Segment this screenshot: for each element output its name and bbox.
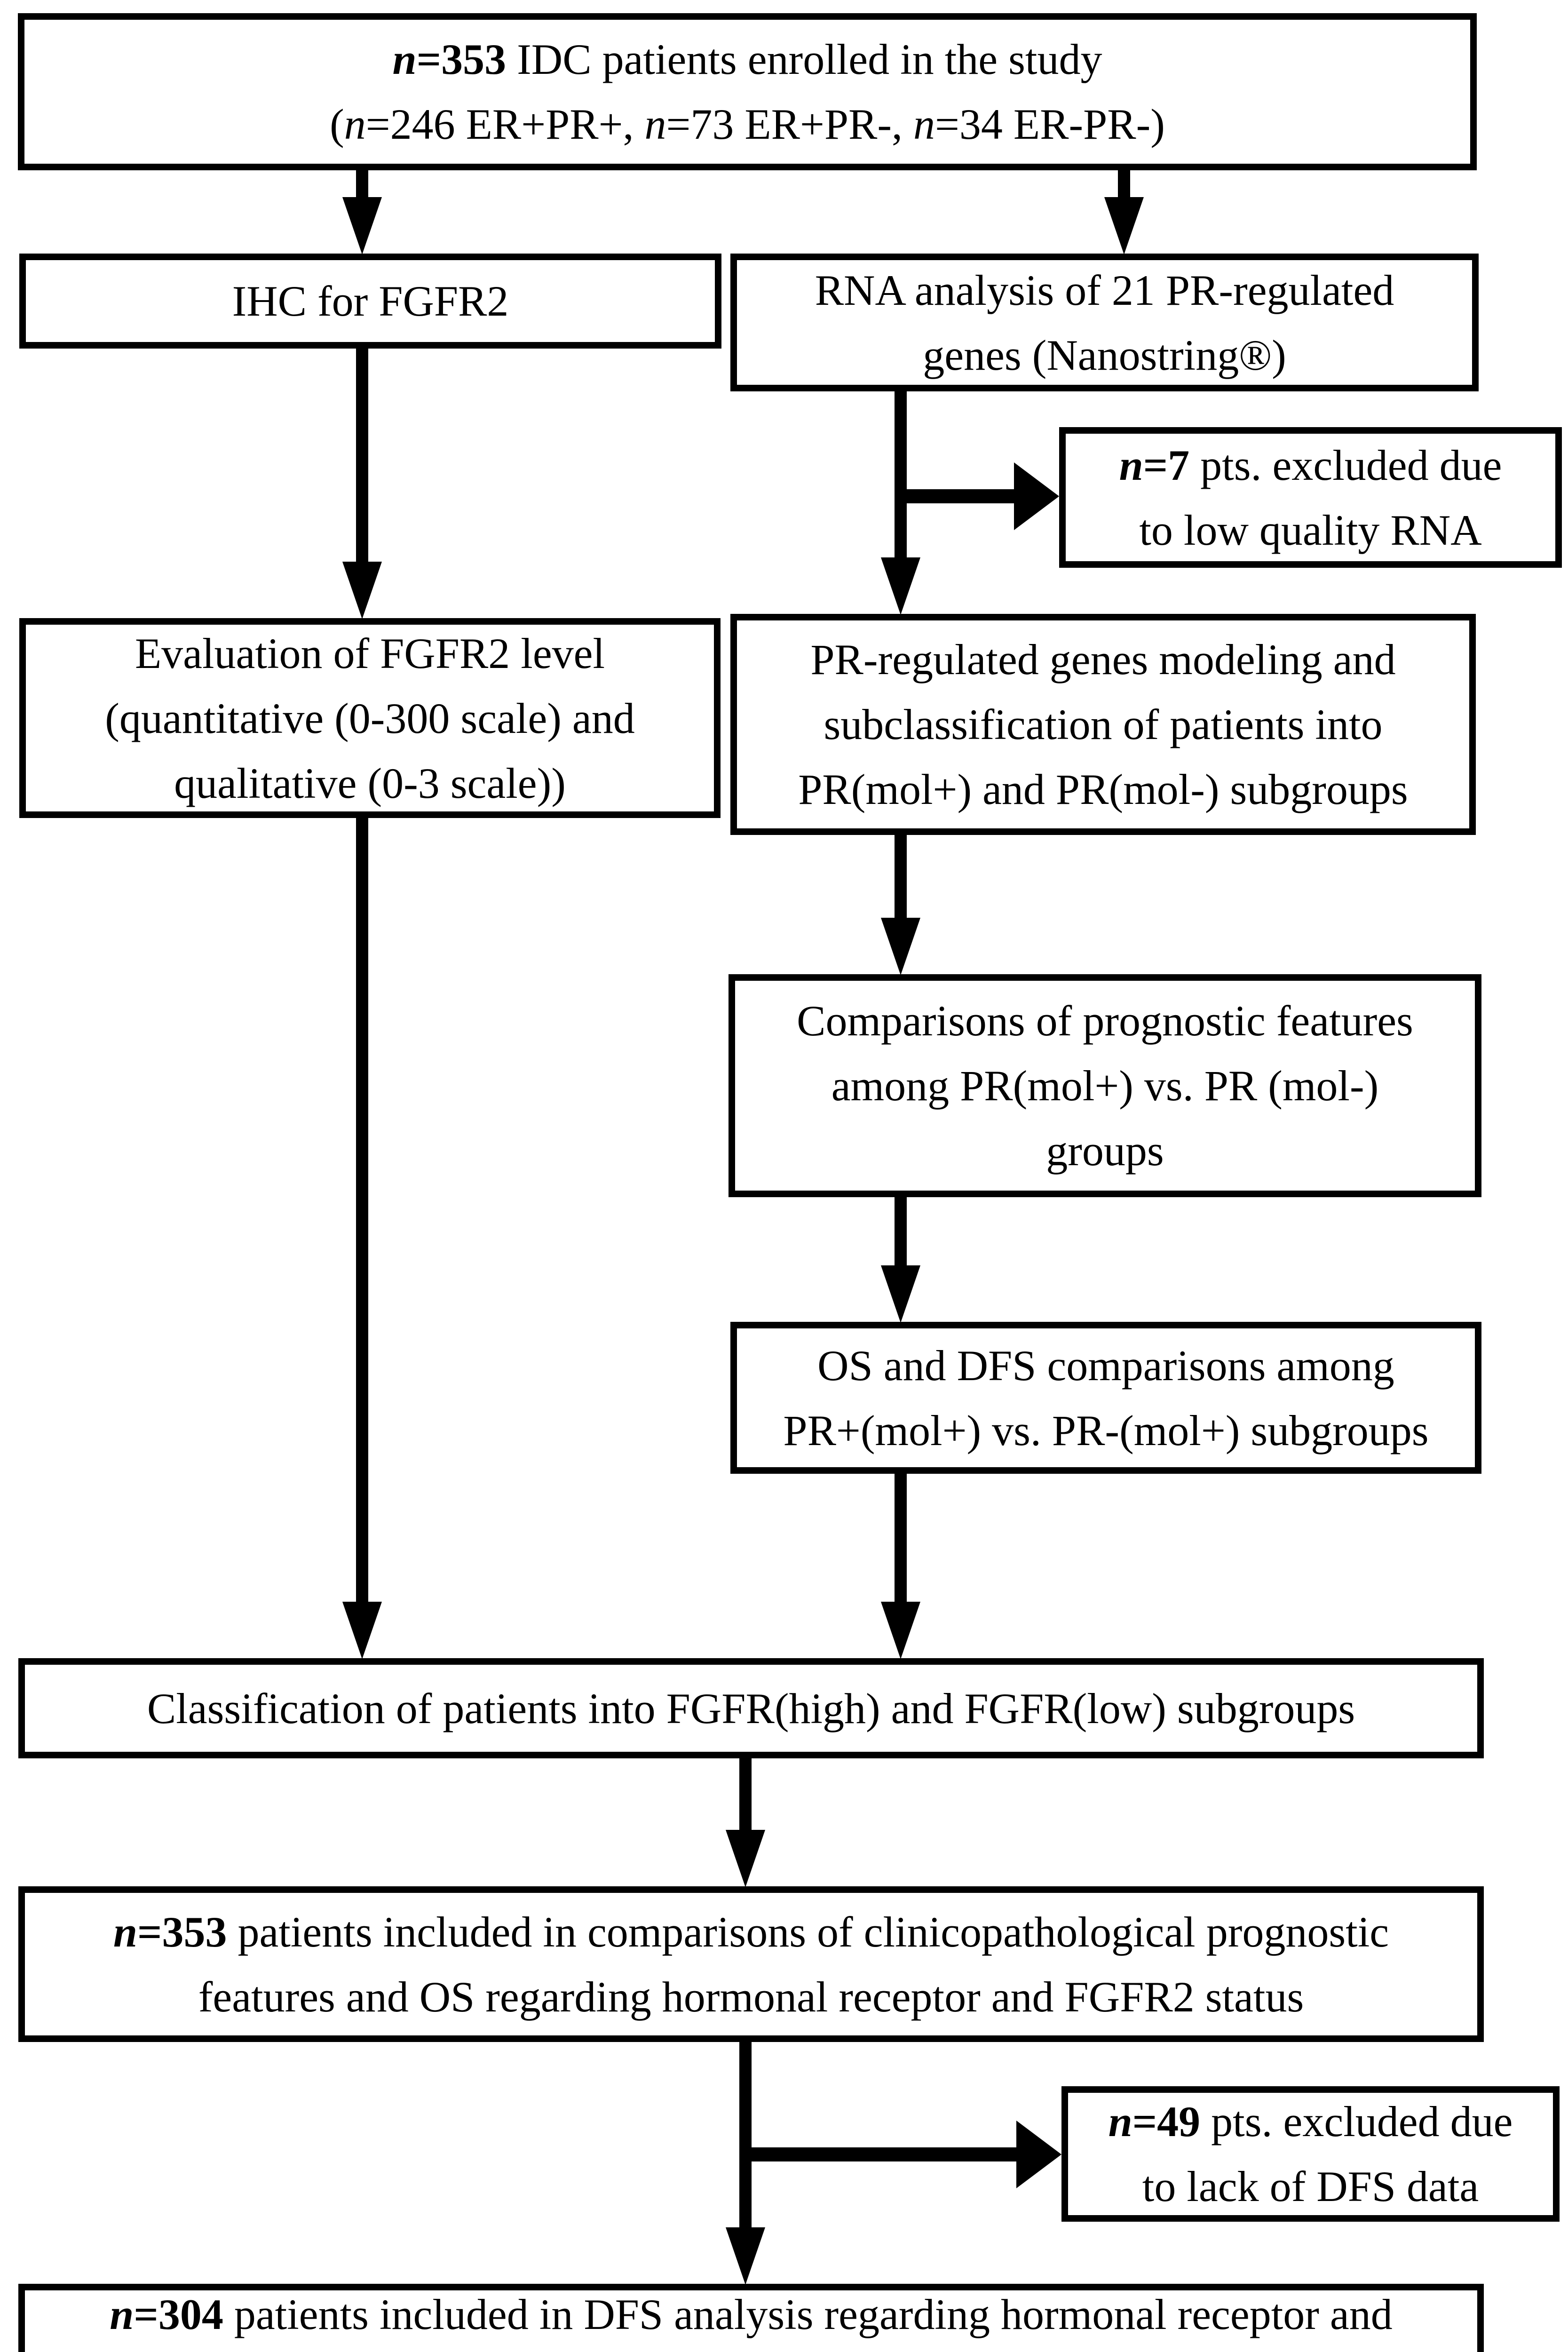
- text-segment: n: [1108, 2098, 1132, 2145]
- box-prognostic-comparisons: Comparisons of prognostic features among…: [729, 974, 1481, 1197]
- box-text-line: to lack of DFS data: [1142, 2162, 1479, 2210]
- arrowhead-down-icon: [881, 1602, 920, 1659]
- arrow-branch-to-excl49: [739, 2147, 1018, 2161]
- box-text-line: RNA analysis of 21 PR-regulated: [815, 266, 1394, 314]
- box-text-line: genes (Nanostring®): [923, 331, 1286, 379]
- text-segment: pts. excluded due: [1189, 441, 1502, 489]
- arrowhead-down-icon: [342, 1602, 382, 1659]
- arrow-branch-to-excl7: [895, 489, 1017, 503]
- arrow-rna-to-modeling: [895, 391, 907, 561]
- box-text-line: n=353 IDC patients enrolled in the study: [393, 27, 1102, 92]
- text-segment: (: [330, 100, 344, 148]
- arrow-classification-to-incl353: [739, 1758, 752, 1833]
- arrow-osdfs-to-classification: [895, 1474, 907, 1605]
- box-excluded-49-no-dfs-data: n=49 pts. excluded due to lack of DFS da…: [1061, 2086, 1560, 2222]
- arrow-evaluation-to-classification: [356, 818, 368, 1605]
- box-text-line: features and OS regarding hormonal recep…: [198, 1972, 1304, 2021]
- box-text-line: to low quality RNA: [1139, 506, 1482, 554]
- arrowhead-right-icon: [1016, 2121, 1061, 2188]
- text-segment: n: [344, 100, 366, 148]
- box-text-line: OS and DFS comparisons among: [817, 1341, 1394, 1390]
- text-segment: IDC patients enrolled in the study: [506, 35, 1102, 83]
- text-segment: =353: [416, 35, 507, 83]
- arrowhead-down-icon: [881, 918, 920, 975]
- text-segment: =7: [1143, 441, 1190, 489]
- box-text-line: subclassification of patients into: [824, 700, 1383, 748]
- box-excluded-7-low-quality-rna: n=7 pts. excluded due to low quality RNA: [1059, 427, 1562, 568]
- text-segment: =49: [1132, 2098, 1201, 2145]
- box-text-line: PR(mol+) and PR(mol-) subgroups: [798, 765, 1408, 813]
- arrowhead-down-icon: [726, 1830, 765, 1887]
- text-segment: patients included in DFS analysis regard…: [223, 2290, 1393, 2338]
- arrow-comparisons-to-osdfs: [895, 1197, 907, 1268]
- box-text-line: Comparisons of prognostic features: [797, 997, 1413, 1045]
- box-text-line: Classification of patients into FGFR(hig…: [147, 1684, 1355, 1732]
- box-pr-genes-modeling: PR-regulated genes modeling and subclass…: [730, 614, 1476, 835]
- text-segment: n: [644, 100, 666, 148]
- text-segment: =73 ER+PR-,: [666, 100, 913, 148]
- arrowhead-down-icon: [726, 2227, 765, 2285]
- text-segment: =304: [134, 2290, 223, 2338]
- box-ihc-fgfr2: IHC for FGFR2: [19, 254, 721, 349]
- box-enrolled-patients: n=353 IDC patients enrolled in the study…: [18, 13, 1477, 170]
- box-text-line: n=353 patients included in comparisons o…: [113, 1899, 1389, 1964]
- box-text-line: qualitative (0-3 scale)): [174, 759, 566, 807]
- text-segment: pts. excluded due: [1200, 2098, 1513, 2145]
- text-segment: n: [110, 2290, 134, 2338]
- arrowhead-down-icon: [342, 197, 382, 254]
- arrowhead-down-icon: [342, 562, 382, 619]
- text-segment: =353: [137, 1907, 227, 1956]
- box-fgfr-classification: Classification of patients into FGFR(hig…: [18, 1658, 1484, 1758]
- arrowhead-right-icon: [1014, 462, 1059, 530]
- box-text-line: n=7 pts. excluded due: [1119, 433, 1502, 498]
- box-rna-analysis: RNA analysis of 21 PR-regulated genes (N…: [730, 254, 1479, 391]
- box-text-line: PR-regulated genes modeling and: [810, 636, 1396, 683]
- arrowhead-down-icon: [1104, 197, 1144, 254]
- box-text-line: n=304 patients included in DFS analysis …: [110, 2282, 1393, 2347]
- box-text-line: among PR(mol+) vs. PR (mol-): [831, 1062, 1379, 1110]
- box-text-line: groups: [1046, 1127, 1164, 1175]
- box-text-line: Evaluation of FGFR2 level: [135, 629, 605, 677]
- text-segment: n: [1119, 441, 1143, 489]
- box-text-line: FGFR2 status: [632, 2347, 871, 2352]
- box-text-line: PR+(mol+) vs. PR-(mol+) subgroups: [783, 1406, 1429, 1454]
- box-text-line: (quantitative (0-300 scale) and: [105, 694, 635, 742]
- box-text-line: n=49 pts. excluded due: [1109, 2089, 1513, 2154]
- arrowhead-down-icon: [881, 557, 920, 615]
- text-segment: n: [113, 1907, 138, 1956]
- box-text-line: IHC for FGFR2: [232, 277, 509, 325]
- text-segment: patients included in comparisons of clin…: [227, 1907, 1389, 1956]
- box-os-dfs-comparisons: OS and DFS comparisons among PR+(mol+) v…: [730, 1322, 1481, 1474]
- text-segment: n: [392, 35, 417, 83]
- arrowhead-down-icon: [881, 1265, 920, 1323]
- text-segment: =34 ER-PR-): [935, 100, 1165, 148]
- box-evaluation-fgfr2-level: Evaluation of FGFR2 level (quantitative …: [19, 618, 721, 818]
- text-segment: n: [913, 100, 935, 148]
- text-segment: =246 ER+PR+,: [365, 100, 645, 148]
- box-included-353-os-analysis: n=353 patients included in comparisons o…: [18, 1886, 1484, 2042]
- arrow-ihc-to-evaluation: [356, 349, 368, 565]
- arrow-incl353-to-incl304: [739, 2042, 752, 2230]
- box-text-line: (n=246 ER+PR+, n=73 ER+PR-, n=34 ER-PR-): [330, 92, 1165, 157]
- arrow-modeling-to-comparisons: [895, 835, 907, 921]
- box-included-304-dfs-analysis: n=304 patients included in DFS analysis …: [18, 2284, 1484, 2352]
